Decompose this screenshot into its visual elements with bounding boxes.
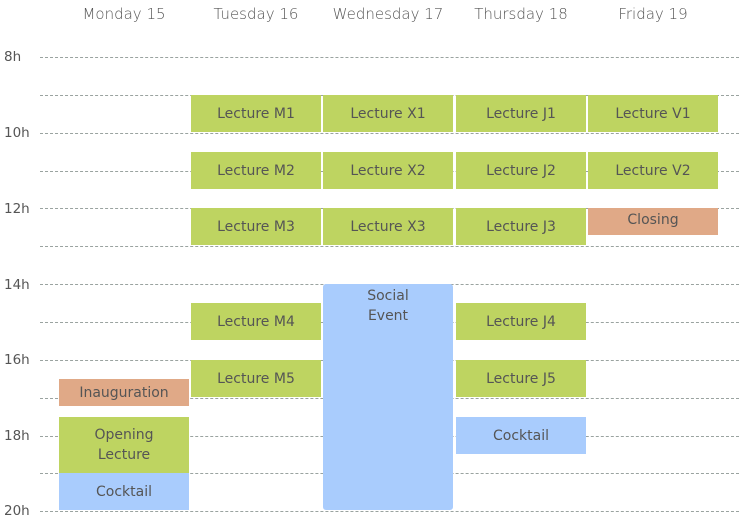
hour-label-14: 14h: [4, 277, 30, 293]
event-label: Lecture X3: [350, 218, 426, 235]
event-label: Closing: [627, 212, 679, 228]
day-header-wednesday: Wednesday 17: [332, 5, 444, 23]
event-label: Lecture M1: [217, 105, 295, 122]
event-label: Social Event: [367, 288, 409, 324]
hour-label-18: 18h: [4, 428, 30, 444]
hour-label-16: 16h: [4, 352, 30, 368]
event-lecture-m5[interactable]: Lecture M5: [191, 360, 321, 397]
event-lecture-j2[interactable]: Lecture J2: [456, 152, 586, 189]
event-label: Lecture X1: [350, 105, 426, 122]
event-closing[interactable]: Closing: [588, 208, 718, 235]
day-header-friday: Friday 19: [618, 5, 688, 23]
gridline-8h: [40, 57, 739, 58]
event-label: Lecture M5: [217, 370, 295, 387]
event-label: Lecture J3: [486, 218, 556, 235]
day-header-thursday: Thursday 18: [474, 5, 568, 23]
day-header-monday: Monday 15: [82, 5, 166, 23]
event-opening-lecture[interactable]: Opening Lecture: [59, 417, 189, 473]
event-label: Lecture V1: [615, 105, 691, 122]
event-cocktail[interactable]: Cocktail: [456, 417, 586, 454]
event-social-event[interactable]: Social Event: [323, 284, 453, 510]
event-lecture-j4[interactable]: Lecture J4: [456, 303, 586, 340]
event-lecture-j1[interactable]: Lecture J1: [456, 95, 586, 132]
event-lecture-x3[interactable]: Lecture X3: [323, 208, 453, 245]
day-header-tuesday: Tuesday 16: [213, 5, 299, 23]
event-label: Lecture J5: [486, 370, 556, 387]
event-label: Lecture J1: [486, 105, 556, 122]
hour-label-8: 8h: [4, 49, 22, 65]
event-lecture-j3[interactable]: Lecture J3: [456, 208, 586, 245]
event-label: Opening Lecture: [94, 427, 154, 463]
hour-label-12: 12h: [4, 201, 30, 217]
event-label: Lecture M2: [217, 162, 295, 179]
event-cocktail[interactable]: Cocktail: [59, 473, 189, 510]
event-lecture-j5[interactable]: Lecture J5: [456, 360, 586, 397]
event-lecture-x1[interactable]: Lecture X1: [323, 95, 453, 132]
hour-label-20: 20h: [4, 503, 30, 519]
event-label: Cocktail: [96, 483, 152, 500]
gridline-10h: [40, 133, 739, 134]
event-label: Lecture M3: [217, 218, 295, 235]
event-label: Lecture M4: [217, 313, 295, 330]
event-lecture-x2[interactable]: Lecture X2: [323, 152, 453, 189]
event-label: Lecture V2: [615, 162, 691, 179]
gridline-20h: [40, 511, 739, 512]
event-label: Lecture J4: [486, 313, 556, 330]
hour-label-10: 10h: [4, 125, 30, 141]
event-label: Lecture X2: [350, 162, 426, 179]
event-label: Cocktail: [493, 427, 549, 444]
event-lecture-m2[interactable]: Lecture M2: [191, 152, 321, 189]
gridline-13h: [40, 246, 739, 247]
event-inauguration[interactable]: Inauguration: [59, 379, 189, 406]
event-label: Lecture J2: [486, 162, 556, 179]
event-lecture-m1[interactable]: Lecture M1: [191, 95, 321, 132]
event-lecture-m3[interactable]: Lecture M3: [191, 208, 321, 245]
event-label: Inauguration: [79, 384, 169, 401]
event-lecture-v2[interactable]: Lecture V2: [588, 152, 718, 189]
event-lecture-v1[interactable]: Lecture V1: [588, 95, 718, 132]
event-lecture-m4[interactable]: Lecture M4: [191, 303, 321, 340]
